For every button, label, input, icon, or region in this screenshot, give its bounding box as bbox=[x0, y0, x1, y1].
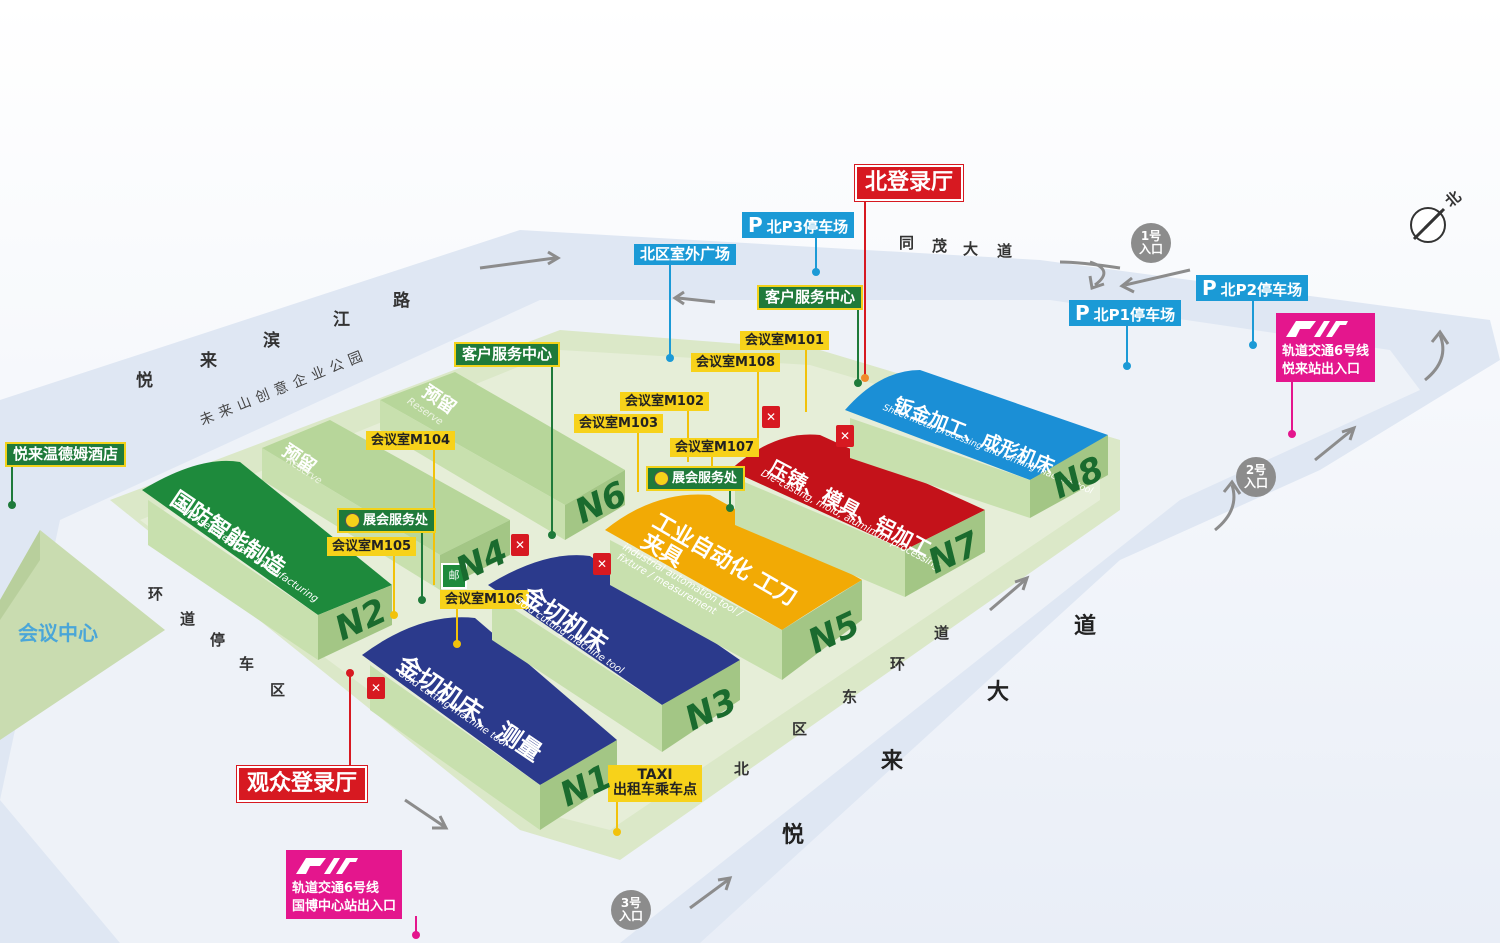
road-char: 道 bbox=[1074, 614, 1097, 639]
restaurant-icon[interactable]: ✕ bbox=[593, 553, 611, 575]
gate-2-num: 2号 bbox=[1245, 462, 1267, 477]
parking-north-p3-text: 北P3停车场 bbox=[766, 218, 849, 236]
gate-1[interactable]: 1号入口 bbox=[1131, 223, 1171, 263]
parking-icon: P bbox=[748, 213, 763, 237]
restaurant-icon[interactable]: ✕ bbox=[511, 534, 529, 556]
taxi-pickup[interactable]: TAXI 出租车乘车点 bbox=[608, 765, 702, 802]
north-outdoor-plaza[interactable]: 北区室外广场 bbox=[634, 244, 737, 265]
road-char: 环 bbox=[890, 655, 906, 673]
north-registration-hall[interactable]: 北登录厅 bbox=[855, 165, 964, 201]
meeting-room-m107[interactable]: 会议室M107 bbox=[670, 438, 760, 457]
hotel-label[interactable]: 悦来温德姆酒店 bbox=[5, 442, 127, 467]
leader-lines bbox=[11, 196, 1293, 935]
road-char: 东 bbox=[842, 688, 858, 706]
smile-icon bbox=[345, 513, 360, 528]
road-char: 路 bbox=[393, 291, 410, 311]
gate-3[interactable]: 3号入口 bbox=[611, 890, 651, 930]
metro-south-line: 轨道交通6号线 bbox=[292, 881, 380, 896]
hall-n7-shape bbox=[730, 434, 985, 597]
road-char: 江 bbox=[333, 310, 350, 330]
road-char: 滨 bbox=[263, 331, 280, 351]
conference-center-label: 会议中心 bbox=[18, 621, 98, 645]
road-char: 来 bbox=[881, 749, 904, 774]
compass-icon bbox=[1410, 207, 1446, 243]
hall-n8-shape bbox=[845, 370, 1108, 518]
meeting-room-m101[interactable]: 会议室M101 bbox=[740, 331, 830, 350]
road-char: 道 bbox=[180, 610, 196, 628]
meeting-room-m103[interactable]: 会议室M103 bbox=[574, 414, 664, 433]
hall-n3-shape bbox=[488, 555, 740, 752]
road-char: 道 bbox=[934, 624, 950, 642]
road-char: 北 bbox=[734, 760, 750, 778]
traffic-arrows bbox=[404, 250, 1450, 910]
road-char: 大 bbox=[987, 680, 1010, 705]
meeting-room-m104[interactable]: 会议室M104 bbox=[366, 431, 456, 450]
road-char: 悦 bbox=[136, 371, 153, 391]
road-char: 悦 bbox=[782, 823, 805, 848]
road-char: 区 bbox=[792, 720, 808, 738]
road-char: 区 bbox=[270, 681, 286, 699]
restaurant-icon[interactable]: ✕ bbox=[367, 677, 385, 699]
road-char: 同 bbox=[899, 234, 915, 252]
customer-service-center-1[interactable]: 客户服务中心 bbox=[454, 342, 561, 367]
exhibitor-service-2[interactable]: 展会服务处 bbox=[646, 466, 746, 491]
gate-1-num: 1号 bbox=[1140, 228, 1162, 243]
parking-north-p2-text: 北P2停车场 bbox=[1220, 281, 1303, 299]
road-char: 车 bbox=[239, 655, 255, 673]
smile-icon bbox=[654, 471, 669, 486]
hall-n1-shape bbox=[362, 617, 617, 830]
exhibitor-service-1[interactable]: 展会服务处 bbox=[337, 508, 437, 533]
metro-yuelai-station[interactable]: 轨道交通6号线 悦来站出入口 bbox=[1276, 313, 1376, 383]
taxi-pickup-text: 出租车乘车点 bbox=[613, 782, 697, 799]
meeting-room-m102[interactable]: 会议室M102 bbox=[620, 392, 710, 411]
restaurant-icon[interactable]: ✕ bbox=[762, 406, 780, 428]
metro-logo-icon bbox=[296, 858, 358, 874]
gate-3-num: 3号 bbox=[620, 895, 642, 910]
parking-north-p1-text: 北P1停车场 bbox=[1093, 306, 1176, 324]
road-char: 茂 bbox=[932, 237, 948, 255]
exhibitor-service-2-text: 展会服务处 bbox=[672, 471, 738, 486]
hall-n2-shape bbox=[142, 460, 392, 660]
customer-service-center-2[interactable]: 客户服务中心 bbox=[757, 285, 864, 310]
metro-north-line: 轨道交通6号线 bbox=[1282, 344, 1370, 359]
meeting-room-m108[interactable]: 会议室M108 bbox=[691, 353, 781, 372]
leader-dots bbox=[8, 268, 1296, 939]
gate-3-text: 入口 bbox=[618, 909, 643, 923]
hall-n5-shape bbox=[605, 494, 862, 680]
road-char: 环 bbox=[148, 585, 164, 603]
road-char: 来 bbox=[200, 351, 217, 371]
parking-icon: P bbox=[1202, 276, 1217, 300]
metro-guobo-station[interactable]: 轨道交通6号线 国博中心站出入口 bbox=[286, 850, 403, 920]
road-char: 停 bbox=[210, 631, 226, 649]
road-char: 大 bbox=[963, 240, 979, 258]
visitor-registration-hall[interactable]: 观众登录厅 bbox=[237, 766, 368, 802]
gate-1-text: 入口 bbox=[1138, 242, 1163, 256]
meeting-room-m106[interactable]: 会议室M106 bbox=[440, 590, 530, 609]
road-char: 道 bbox=[997, 242, 1013, 260]
meeting-room-m105[interactable]: 会议室M105 bbox=[327, 537, 417, 556]
taxi-text: TAXI bbox=[637, 767, 673, 783]
metro-logo-icon bbox=[1286, 321, 1348, 337]
conference-block bbox=[0, 530, 165, 740]
gate-2-text: 入口 bbox=[1243, 476, 1268, 490]
gate-2[interactable]: 2号入口 bbox=[1236, 457, 1276, 497]
exhibitor-service-1-text: 展会服务处 bbox=[363, 513, 429, 528]
restaurant-icon[interactable]: ✕ bbox=[836, 425, 854, 447]
post-office-icon[interactable]: 邮 bbox=[441, 563, 467, 589]
parking-icon: P bbox=[1075, 301, 1090, 325]
metro-north-exit: 悦来站出入口 bbox=[1282, 361, 1361, 377]
metro-south-exit: 国博中心站出入口 bbox=[292, 898, 397, 914]
